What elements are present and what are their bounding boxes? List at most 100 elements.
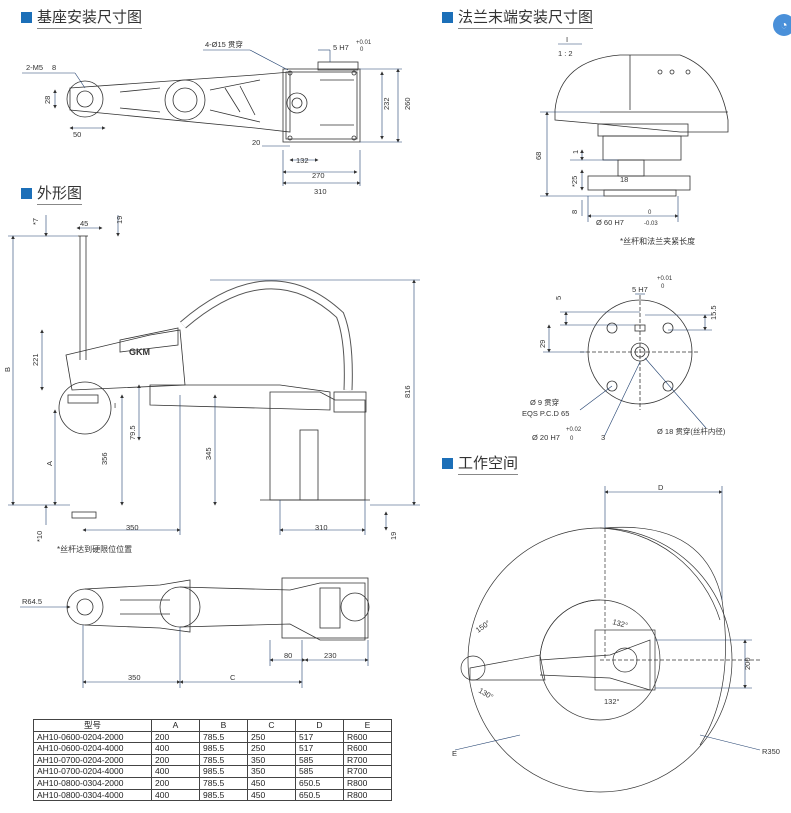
dim-plan-pin-lower: 0 — [661, 284, 665, 290]
dim-holes-9: Ø 9 贯穿 — [530, 397, 559, 407]
dim-5: 5 — [554, 296, 563, 300]
dim-pcd: EQS P.C.D 65 — [522, 409, 569, 418]
dim-1: 1 — [571, 150, 580, 154]
dim-dia-60-lower: -0.03 — [644, 221, 658, 227]
dim-bore-18: Ø 18 贯穿(丝杆内径) — [657, 426, 726, 436]
dim-816: 816 — [403, 385, 412, 398]
dim-350-plan: 350 — [128, 673, 141, 682]
dim-3: 3 — [601, 433, 605, 442]
dim-pin-upper: +0.01 — [356, 40, 372, 46]
dim-8: 8 — [570, 210, 579, 214]
dim-E: E — [452, 749, 457, 758]
dim-pin: 5 H7 — [333, 43, 349, 52]
col-C: C — [247, 719, 296, 732]
dim-20: 20 — [252, 138, 260, 147]
dim-80: 80 — [284, 651, 292, 660]
detail-mark-I: I — [114, 401, 116, 410]
section-title-base-mount: 基座安装尺寸图 — [21, 6, 143, 29]
dim-D: D — [658, 483, 664, 492]
dim-R350: R350 — [762, 747, 780, 756]
dim-A: A — [45, 461, 54, 466]
flange-scale-mark: I — [566, 35, 568, 44]
brand-logo: GKM — [129, 347, 150, 357]
section-marker-icon — [21, 12, 32, 23]
dim-plan-pin: 5 H7 — [632, 285, 648, 294]
section-marker-icon — [442, 12, 453, 23]
flange-plan-labels: 5 H7 +0.01 0 5 29 15.5 Ø 9 贯穿 EQS P.C.D … — [522, 276, 726, 442]
outline-plan-labels: R64.5 80 230 350 C — [22, 597, 337, 682]
outline-labels: *7 45 19 B 221 816 79.5 356 345 A *10 35… — [3, 216, 412, 542]
flange-side-dimensions — [540, 43, 679, 222]
flange-plan-dimensions — [543, 293, 712, 438]
angle-130: 130° — [477, 686, 495, 702]
dim-356: 356 — [100, 452, 109, 465]
col-B: B — [199, 719, 248, 732]
dim-dia-20-lower: 0 — [570, 436, 574, 442]
floating-action-icon[interactable]: ◔ — [773, 14, 791, 36]
dim-dia-60-upper: 0 — [648, 210, 652, 216]
dim-45: 45 — [80, 219, 88, 228]
dim-19-top: 19 — [115, 216, 124, 224]
col-A: A — [151, 719, 200, 732]
dim-28: 28 — [43, 96, 52, 104]
dim-19-bottom: 19 — [389, 532, 398, 540]
flange-side-view — [554, 54, 729, 197]
col-E: E — [343, 719, 392, 732]
dim-C: C — [230, 673, 236, 682]
dim-7: *7 — [31, 218, 40, 225]
workspace-labels: D 150° 132° 130° 132° 200 E R350 — [452, 483, 780, 758]
spec-table-header: 型号 A B C D E — [33, 719, 392, 732]
dim-plan-pin-upper: +0.01 — [657, 276, 673, 282]
dim-310: 310 — [314, 187, 327, 196]
col-D: D — [295, 719, 344, 732]
dim-79-5: 79.5 — [128, 425, 137, 440]
dim-B: B — [3, 367, 12, 372]
section-title-flange-end: 法兰末端安装尺寸图 — [442, 6, 594, 29]
dim-232: 232 — [382, 97, 391, 110]
dim-thread: 2-M5 — [26, 63, 43, 72]
angle-132-bottom: 132° — [604, 697, 620, 706]
note-limit-position: *丝杆达到硬限位位置 — [57, 544, 132, 554]
dim-25: *25 — [570, 176, 579, 187]
section-title-workspace: 工作空间 — [442, 452, 519, 475]
workspace-view — [460, 526, 760, 793]
workspace-dimensions — [454, 486, 761, 751]
note-flange-length: *丝杆和法兰夹紧长度 — [620, 237, 696, 246]
dim-dia-20: Ø 20 H7 — [532, 433, 560, 442]
base-mount-dimensions — [22, 49, 402, 186]
dim-pin-lower: 0 — [360, 47, 364, 53]
angle-132-top: 132° — [611, 617, 628, 630]
outline-plan-dimensions — [20, 605, 369, 688]
dim-dia-60: Ø 60 H7 — [596, 218, 624, 227]
dim-50: 50 — [73, 130, 81, 139]
outline-side-view — [58, 235, 370, 519]
dim-132: 132 — [296, 156, 309, 165]
dim-18: 18 — [620, 175, 628, 184]
dim-10: *10 — [35, 531, 44, 542]
section-marker-icon — [442, 458, 453, 469]
dim-270: 270 — [312, 171, 325, 180]
dim-221: 221 — [31, 353, 40, 366]
section-title-outline: 外形图 — [21, 182, 83, 205]
dim-dia-20-upper: +0.02 — [566, 427, 582, 433]
dim-230: 230 — [324, 651, 337, 660]
section-marker-icon — [21, 188, 32, 199]
dim-200: 200 — [743, 657, 752, 670]
base-mount-labels: 2-M5 8 4-Ø15 贯穿 5 H7 +0.01 0 28 50 20 13… — [26, 39, 412, 196]
outline-dimensions — [8, 215, 420, 535]
dim-holes: 4-Ø15 贯穿 — [205, 39, 243, 49]
dim-310-outline: 310 — [315, 523, 328, 532]
dim-29: 29 — [538, 340, 547, 348]
outline-plan-view — [66, 577, 370, 641]
dim-68: 68 — [534, 152, 543, 160]
base-mount-view — [66, 61, 361, 143]
dim-thread-depth: 8 — [52, 63, 56, 72]
